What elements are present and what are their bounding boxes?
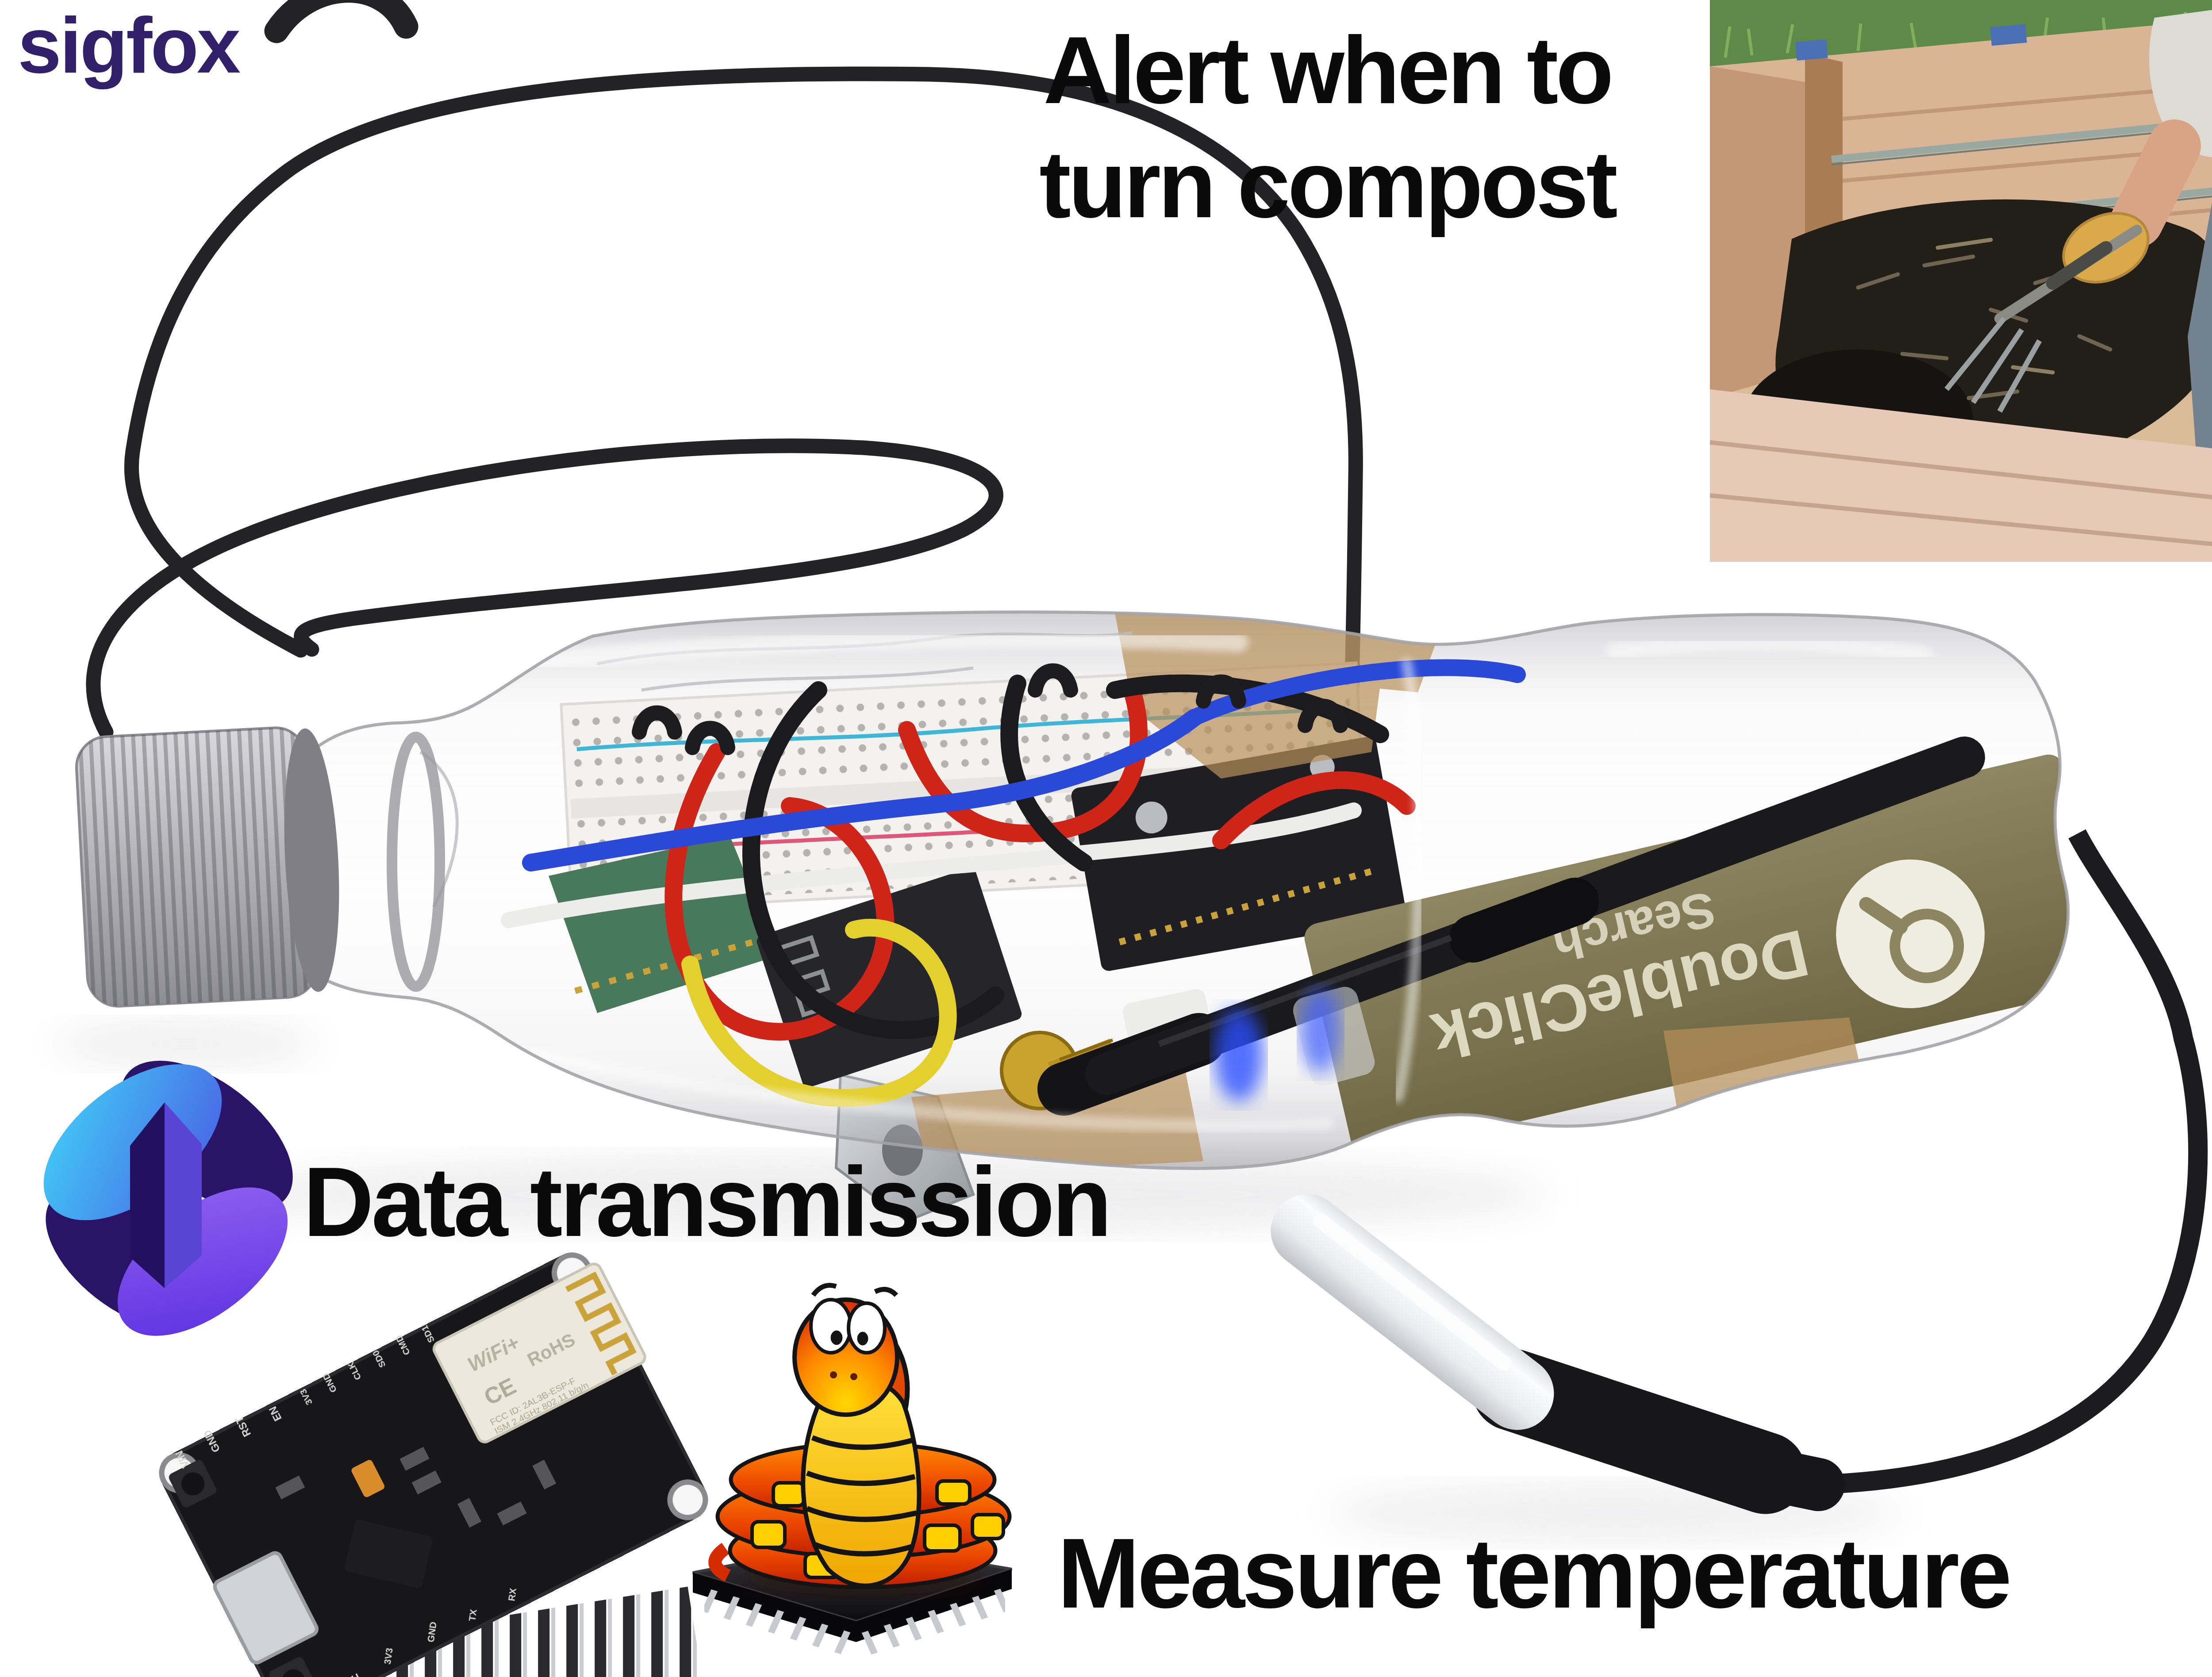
- title-line-2: turn compost: [951, 127, 1703, 242]
- svg-text:TX: TX: [467, 1608, 479, 1622]
- title-line-1: Alert when to: [951, 13, 1703, 127]
- probe-steel-tube: [1307, 1231, 1517, 1393]
- snake-on-chip: [693, 1286, 1012, 1658]
- sigfox-logo: [16, 1031, 319, 1365]
- bottle-cap: [75, 725, 345, 1008]
- blue-clamp: [1990, 24, 2027, 46]
- snake-pupil: [857, 1332, 868, 1345]
- compost-photo: [1710, 0, 2212, 562]
- page-title: Alert when to turn compost: [951, 13, 1703, 242]
- snake-eyebrow: [813, 1286, 836, 1296]
- snake-eyebrow: [875, 1289, 896, 1295]
- bottle-device: DoubleClick Search: [75, 612, 2114, 1174]
- blue-clamp: [1795, 39, 1828, 61]
- cable-top-stub: [276, 0, 406, 31]
- caption-data-transmission: Data transmission: [303, 1146, 1110, 1259]
- probe-strain-relief: [1763, 1473, 1818, 1485]
- snake-tail: [715, 1548, 728, 1576]
- snake-eye: [811, 1300, 851, 1353]
- svg-text:RX: RX: [506, 1588, 518, 1602]
- person-forearm: [2137, 146, 2174, 221]
- caption-measure-temperature: Measure temperature: [1057, 1516, 2009, 1630]
- snake-pupil: [831, 1331, 842, 1345]
- snake-eye: [849, 1303, 885, 1353]
- snake-mascot: [715, 1286, 1010, 1588]
